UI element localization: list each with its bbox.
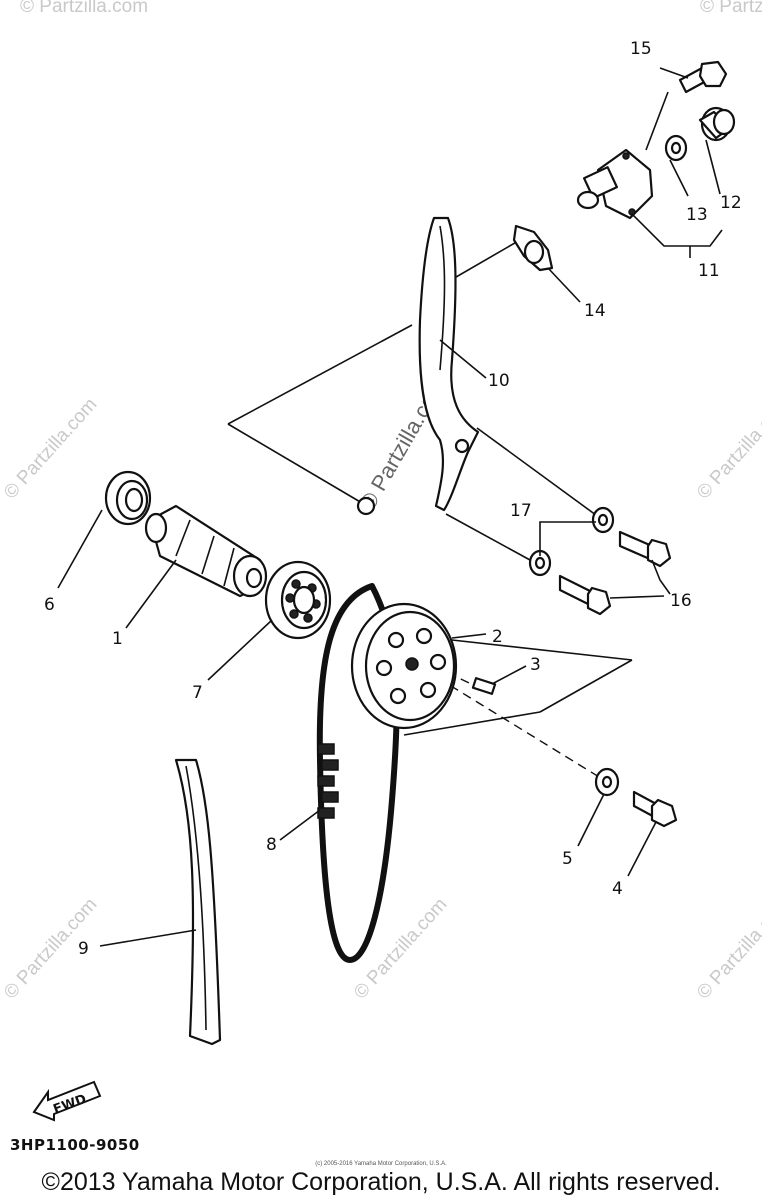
callout-10: 10 (488, 371, 510, 391)
camshaft-1 (144, 504, 268, 598)
watermark-mid-left: © Partzilla.com (0, 394, 101, 503)
callout-5: 5 (562, 849, 573, 869)
callout-13: 13 (686, 205, 708, 225)
callout-4: 4 (612, 879, 623, 899)
callout-3: 3 (530, 655, 541, 675)
callout-17: 17 (510, 501, 532, 521)
chain-guide-9 (174, 758, 222, 1046)
watermark-mid-right: © Partzilla.com (693, 394, 762, 503)
frame-ring-marker (356, 496, 376, 516)
reference-frame (227, 324, 633, 736)
parts-diagram: © Partzilla.com © Partzilla.com © Partzi… (0, 0, 762, 1046)
callout-2: 2 (492, 627, 503, 647)
bolts-16 (558, 530, 672, 616)
callout-11: 11 (698, 261, 720, 281)
tensioner-assembly-11 (576, 148, 654, 220)
watermark-top-left: © Partzilla.com (20, 0, 148, 17)
tiny-copyright-notice: (c) 2005-2016 Yamaha Motor Corporation, … (315, 1161, 447, 1167)
tensioner-arm-10 (418, 216, 480, 512)
forward-arrow-icon: FWD (32, 1080, 102, 1122)
bearing-7 (264, 560, 332, 640)
watermark-top-right: © Partzilla.com (700, 0, 762, 17)
bearing-6 (104, 470, 152, 526)
drawing-code: 3HP1100-9050 (10, 1136, 140, 1154)
callout-9: 9 (78, 939, 89, 959)
copyright-line: ©2013 Yamaha Motor Corporation, U.S.A. A… (41, 1168, 721, 1196)
dowel-pin-3 (471, 677, 497, 695)
gasket-14 (512, 224, 554, 272)
callout-12: 12 (720, 193, 742, 213)
washers-17 (528, 506, 615, 577)
cap-bolt-12 (698, 106, 736, 142)
leader-lines (57, 67, 723, 947)
callout-6: 6 (44, 595, 55, 615)
cam-sprocket-2 (350, 602, 458, 730)
callout-labels: 1 2 3 4 5 6 7 8 9 10 11 12 13 14 15 16 1… (44, 39, 742, 959)
bolt-4 (632, 790, 678, 828)
callout-16: 16 (670, 591, 692, 611)
washer-13 (664, 134, 688, 162)
callout-8: 8 (266, 835, 277, 855)
callout-1: 1 (112, 629, 123, 649)
washer-5 (594, 767, 620, 797)
callout-7: 7 (192, 683, 203, 703)
callout-14: 14 (584, 301, 606, 321)
bolt-15 (678, 60, 728, 94)
watermark-low-right: © Partzilla.com (693, 894, 762, 1003)
callout-15: 15 (630, 39, 652, 59)
